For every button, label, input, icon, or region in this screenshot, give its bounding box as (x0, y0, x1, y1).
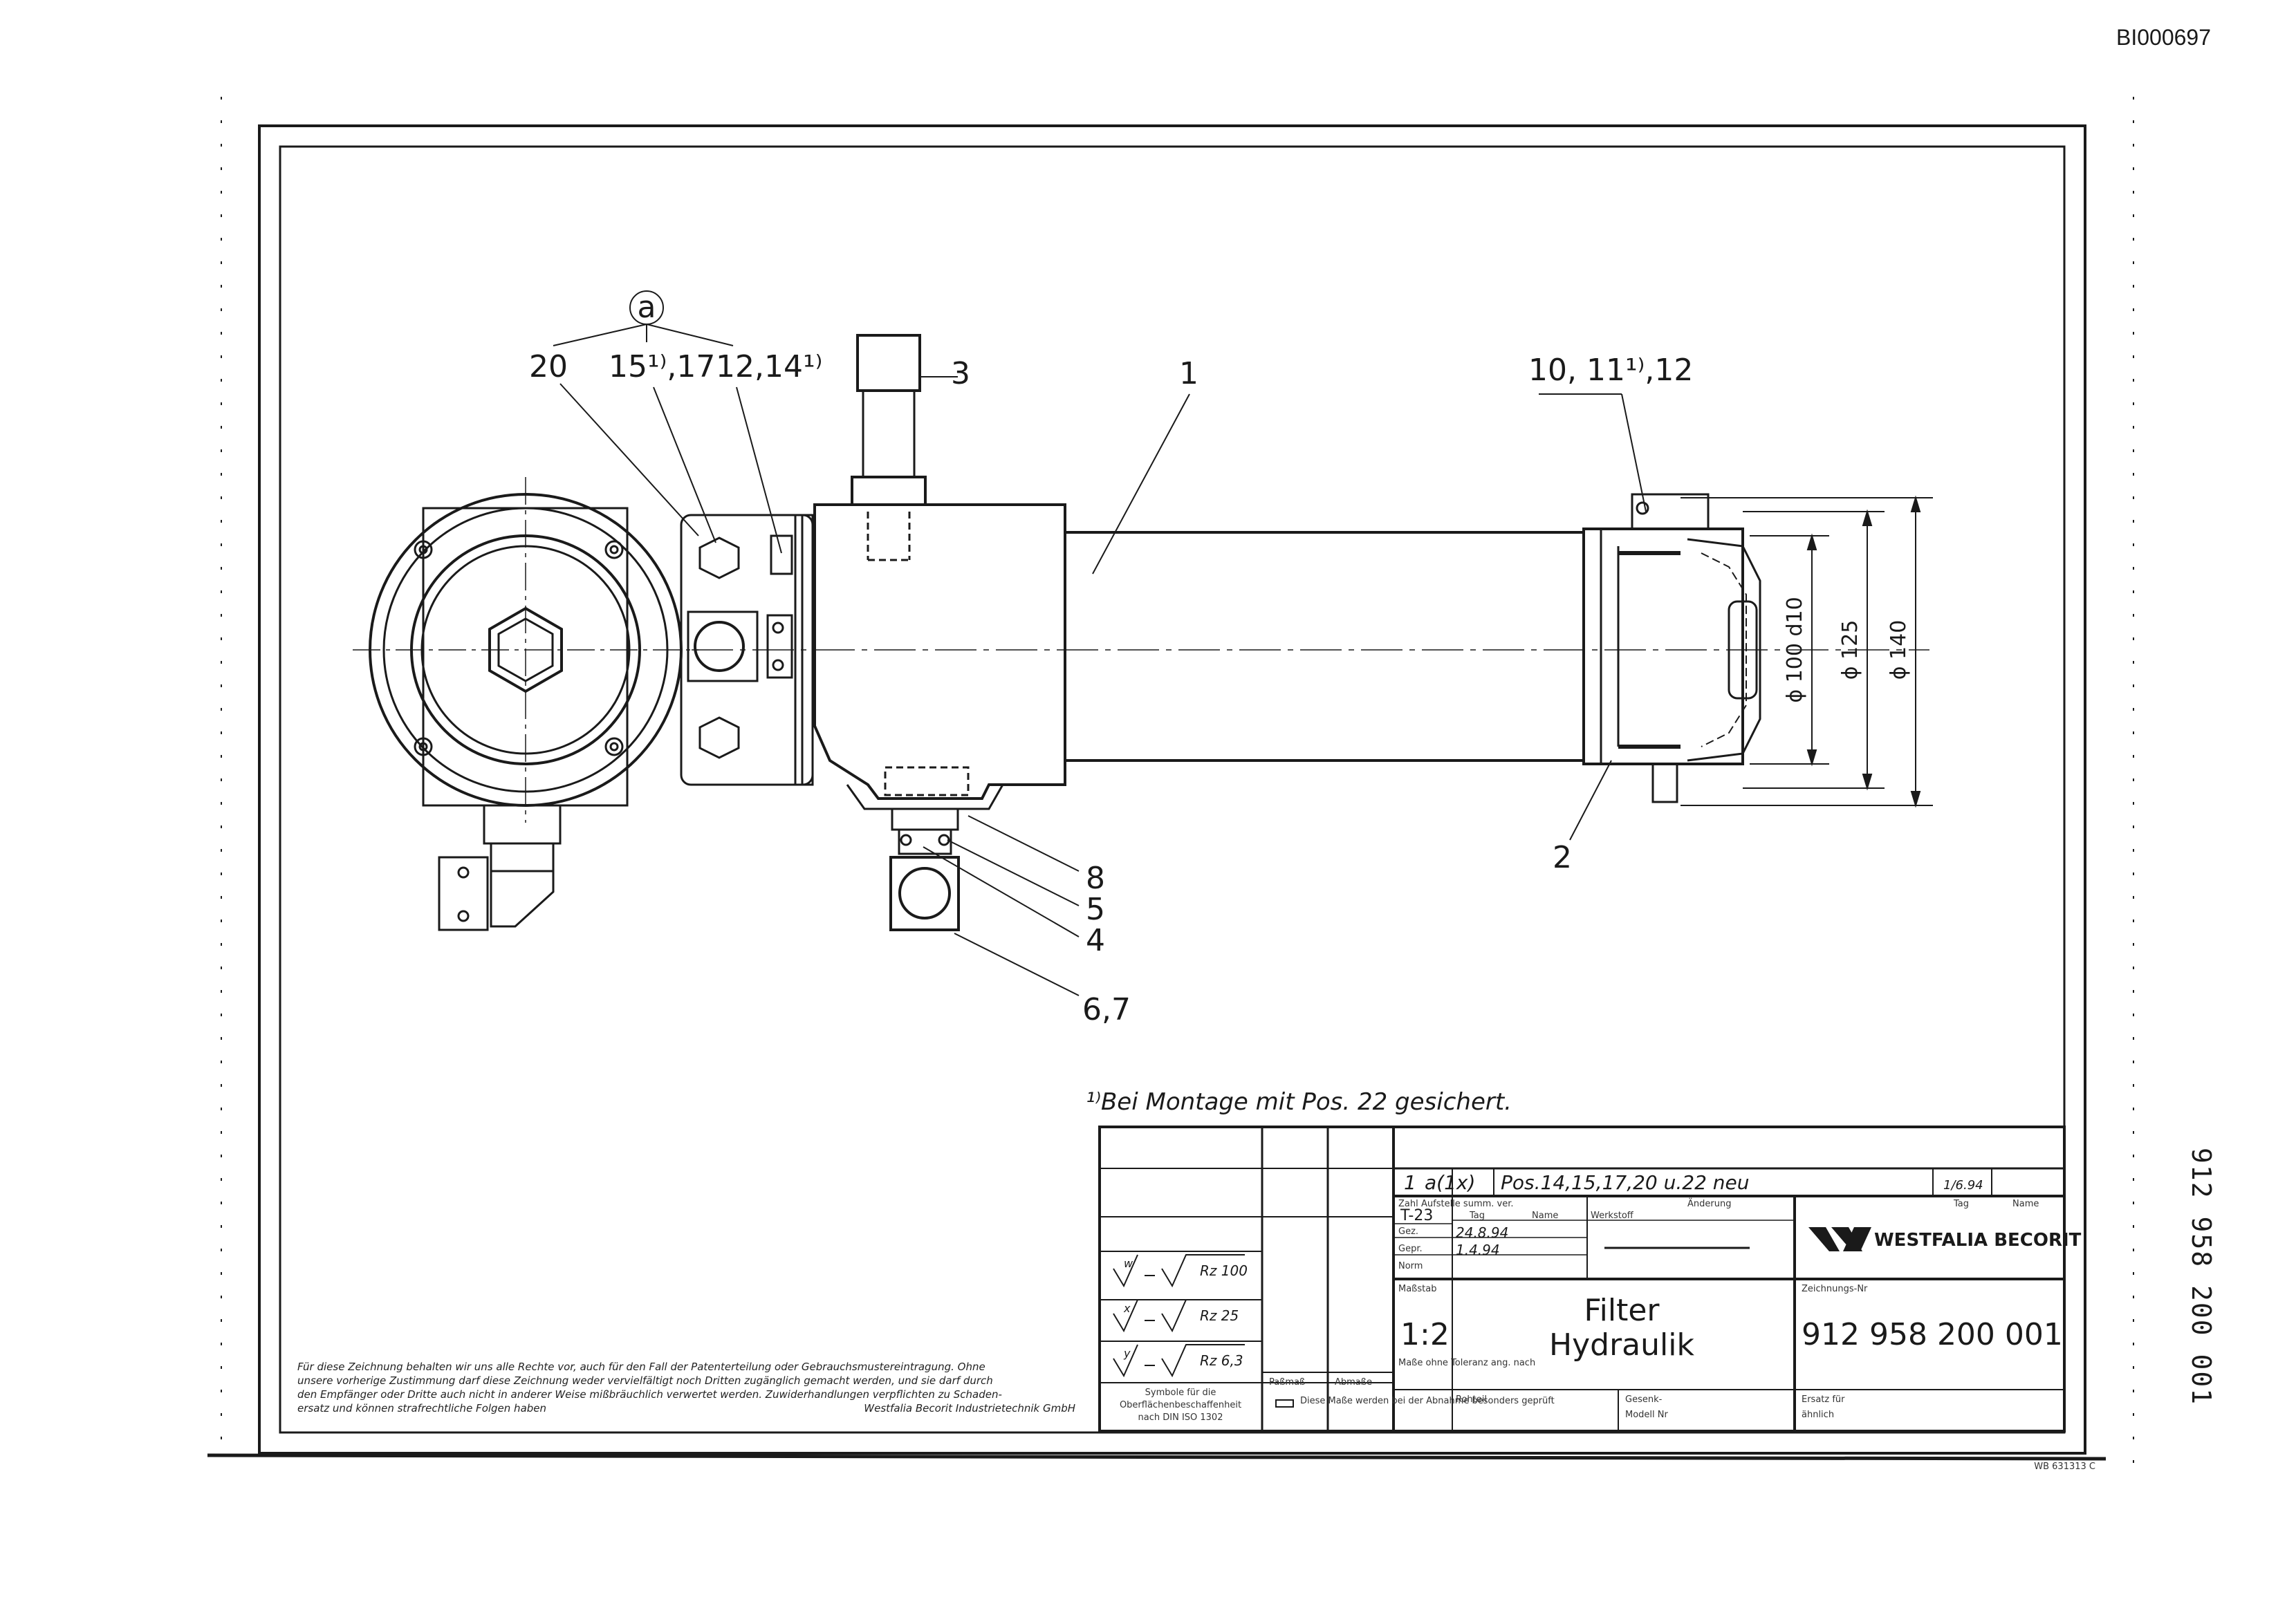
label-tag: Tag (1953, 1199, 1969, 1209)
label-norm: Norm (1398, 1261, 1423, 1271)
dim-d140: ϕ 140 (1887, 620, 1911, 680)
symbols-caption-3: nach DIN ISO 1302 (1138, 1412, 1223, 1423)
label-zahl: Zahl (1398, 1199, 1418, 1209)
drawing-frame (207, 97, 2134, 1466)
label-name-2: Name (1532, 1211, 1558, 1221)
end-cap-bowl (1582, 493, 1761, 803)
revision-zahl: 1 (1404, 1171, 1416, 1194)
callout-5: 5 (1086, 892, 1105, 927)
surface-x: x (1123, 1302, 1131, 1315)
label-gesenk: Gesenk- (1625, 1394, 1663, 1405)
label-abmasse: Abmaße (1335, 1377, 1372, 1388)
form-number: WB 631313 C (2034, 1462, 2095, 1472)
callout-20: 20 (529, 349, 568, 384)
filter-housing (692, 334, 1929, 931)
title-line-2: Hydraulik (1549, 1327, 1694, 1363)
rz-25: Rz 25 (1200, 1307, 1239, 1324)
label-ersatz: Ersatz für (1802, 1394, 1845, 1405)
label-name: Name (2012, 1199, 2039, 1209)
legal-line-4: ersatz und können strafrechtliche Folgen… (297, 1402, 546, 1415)
label-massstab: Maßstab (1398, 1284, 1436, 1294)
gez-date: 24.8.94 (1456, 1224, 1508, 1241)
legal-line-2: unsere vorherige Zustimmung darf diese Z… (297, 1374, 993, 1387)
leader-lines (553, 290, 1647, 996)
label-gepr: Gepr. (1398, 1244, 1423, 1254)
label-aufstelle: Aufstelle summ. ver. (1421, 1199, 1514, 1209)
callout-1: 1 (1179, 356, 1198, 391)
title-line-1: Filter (1584, 1293, 1660, 1328)
callout-6-7: 6,7 (1082, 992, 1131, 1027)
drawn-code: T-23 (1400, 1207, 1433, 1224)
diameter-dimensions (1681, 495, 1933, 808)
callout-3: 3 (951, 356, 970, 391)
gepr-date: 1.4.94 (1456, 1242, 1500, 1258)
label-massnote: Diese Maße werden bei der Abnahme besond… (1300, 1396, 1555, 1406)
label-zeichnungs-nr: Zeichnungs-Nr (1802, 1284, 1868, 1294)
scale: 1:2 (1400, 1317, 1450, 1352)
callout-group-a: a (638, 290, 656, 325)
revision-text: Pos.14,15,17,20 u.22 neu (1501, 1171, 1750, 1194)
title-block (1098, 1126, 2066, 1432)
surface-y: y (1123, 1347, 1131, 1360)
callout-12-14: 12,14¹⁾ (716, 349, 822, 384)
callout-15-17: 15¹⁾,17 (609, 349, 715, 384)
label-tag-2: Tag (1469, 1211, 1485, 1221)
label-modell: Modell Nr (1625, 1410, 1669, 1420)
document-id: BI000697 (2116, 25, 2212, 50)
surface-w: w (1124, 1257, 1133, 1270)
symbols-caption-2: Oberflächenbeschaffenheit (1120, 1400, 1241, 1410)
rz-6-3: Rz 6,3 (1200, 1352, 1243, 1369)
label-werkstoff: Werkstoff (1591, 1211, 1634, 1221)
revision-date: 1/6.94 (1943, 1178, 1983, 1193)
filter-head-flange (353, 477, 698, 931)
drawing-number: 912 958 200 001 (1802, 1317, 2063, 1352)
legal-company: Westfalia Becorit Industrietechnik GmbH (864, 1402, 1075, 1415)
label-toleranz: Maße ohne Toleranz ang. nach (1398, 1358, 1535, 1368)
rz-100: Rz 100 (1200, 1262, 1248, 1279)
footnote: ¹⁾Bei Montage mit Pos. 22 gesichert. (1086, 1088, 1512, 1116)
legal-line-3: den Empfänger oder Dritte auch nicht in … (297, 1388, 1002, 1401)
company-name: WESTFALIA BECORIT (1874, 1230, 2082, 1251)
dim-d125: ϕ 125 (1838, 620, 1862, 680)
label-passmass: Paßmaß (1269, 1377, 1305, 1388)
callout-10-11-12: 10, 11¹⁾,12 (1528, 353, 1693, 388)
valve-block (680, 514, 814, 786)
label-rohteil: Rohteil (1456, 1394, 1487, 1405)
callout-2: 2 (1553, 840, 1572, 875)
label-aenderung: Änderung (1687, 1198, 1731, 1209)
label-gez: Gez. (1398, 1226, 1418, 1237)
revision-mark: a(1x) (1425, 1171, 1475, 1194)
callout-8: 8 (1086, 861, 1105, 896)
callout-4: 4 (1086, 923, 1105, 958)
label-aehnlich: ähnlich (1802, 1410, 1834, 1420)
symbols-caption-1: Symbole für die (1145, 1388, 1216, 1398)
dim-d100: ϕ 100 d10 (1783, 597, 1807, 702)
legal-line-1: Für diese Zeichnung behalten wir uns all… (297, 1361, 985, 1373)
